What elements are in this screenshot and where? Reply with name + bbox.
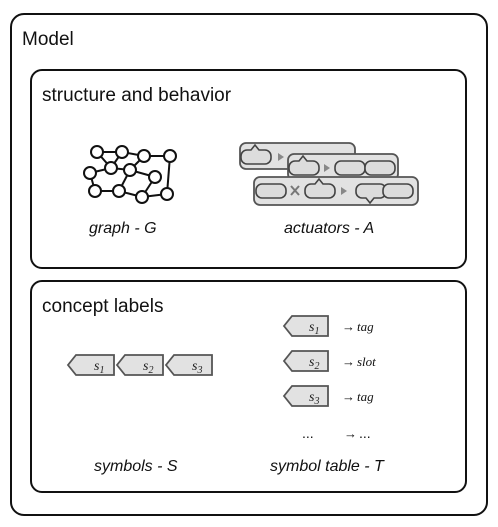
graph-icon — [83, 145, 177, 204]
symbol-table-caption: symbol table - T — [270, 458, 384, 475]
table-row: s3 → tag — [282, 385, 374, 407]
table-row: ... → ... — [302, 425, 371, 441]
symbols-caption: symbols - S — [94, 458, 178, 475]
svg-text:→: → — [342, 389, 355, 404]
svg-text:s2: s2 — [309, 355, 319, 372]
svg-text:s1: s1 — [309, 320, 319, 337]
table-row: s2 → slot — [282, 350, 376, 372]
actuators-icon — [239, 142, 419, 206]
svg-text:tag: tag — [357, 389, 374, 404]
actuators-caption: actuators - A — [284, 220, 375, 237]
symbol-tag-1: s1 — [66, 354, 115, 376]
concept-labels-panel: concept labels symbols - S symbol table … — [30, 280, 467, 493]
svg-text:...: ... — [302, 425, 314, 441]
symbol-table: s1 → tag s2 → slot s3 → tag ... → ... — [282, 315, 376, 441]
model-title: Model — [22, 29, 74, 50]
svg-text:s3: s3 — [309, 390, 319, 407]
svg-text:s3: s3 — [192, 359, 202, 376]
graph-caption: graph - G — [89, 220, 157, 237]
svg-text:→: → — [342, 354, 355, 369]
symbol-tag-3: s3 — [164, 354, 213, 376]
svg-text:→: → — [344, 426, 357, 441]
svg-text:→: → — [342, 319, 355, 334]
svg-text:tag: tag — [357, 319, 374, 334]
table-row: s1 → tag — [282, 315, 374, 337]
symbol-tag-2: s2 — [115, 354, 164, 376]
structure-title: structure and behavior — [42, 85, 232, 106]
svg-text:...: ... — [359, 425, 371, 441]
symbols-row: s1 s2 s3 — [66, 354, 213, 376]
concepts-title: concept labels — [42, 296, 164, 317]
svg-text:s1: s1 — [94, 359, 104, 376]
svg-text:slot: slot — [357, 354, 376, 369]
svg-text:s2: s2 — [143, 359, 153, 376]
